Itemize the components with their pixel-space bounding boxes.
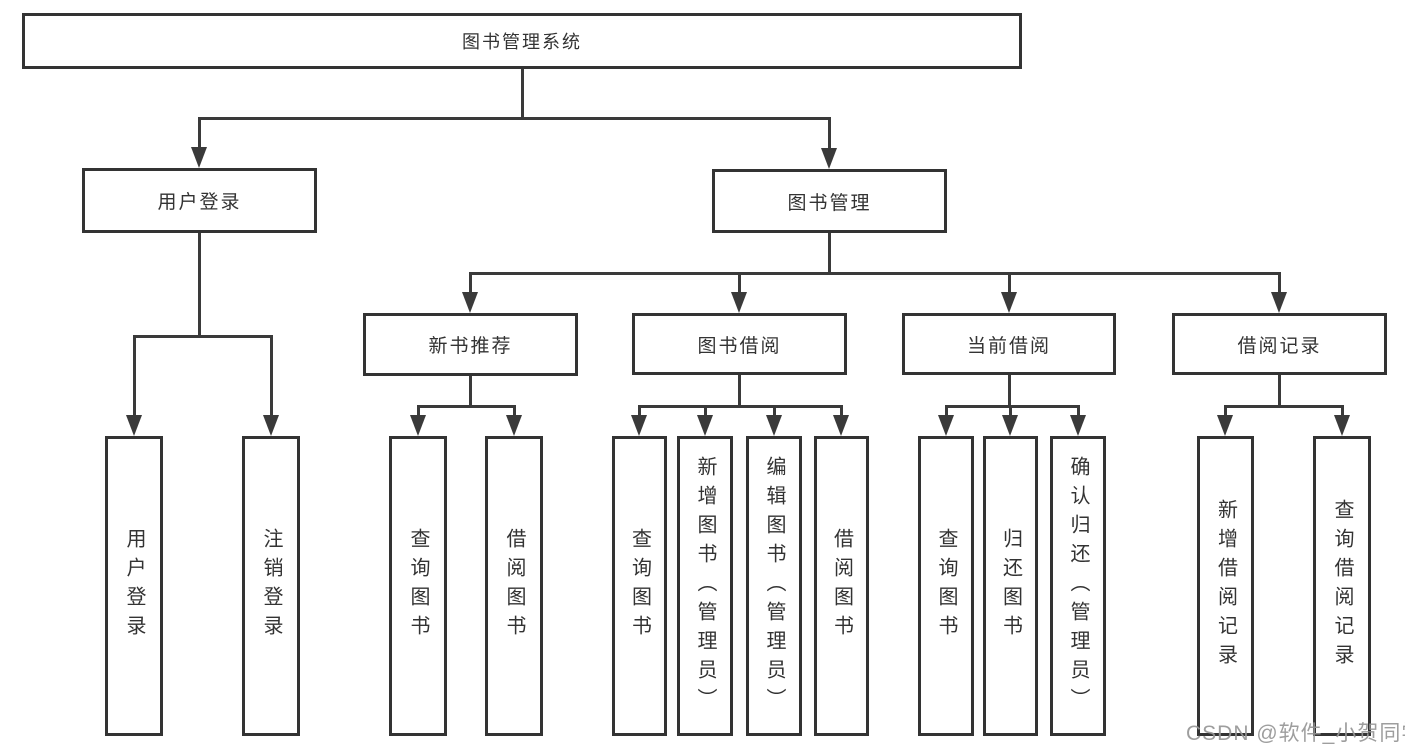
leaf-query-books-2: 查询图书: [612, 436, 667, 736]
connector-vline: [468, 376, 472, 407]
connector-vline: [737, 375, 741, 407]
arrowhead-down-icon: [1002, 415, 1018, 436]
connector-hline: [468, 271, 1281, 275]
arrowhead-down-icon: [191, 147, 207, 168]
leaf-label: 编辑图书（管理员）: [763, 455, 785, 717]
leaf-logout: 注销登录: [242, 436, 300, 736]
connector-arrow-shaft: [944, 404, 948, 419]
connector-arrow-shaft: [772, 404, 776, 419]
connector-arrow-shaft: [1007, 271, 1011, 296]
node-label: 新书推荐: [428, 336, 513, 357]
connector-vline: [197, 233, 201, 337]
leaf-label: 查询图书: [407, 528, 429, 644]
leaf-label: 查询借阅记录: [1331, 499, 1353, 673]
leaf-label: 借阅图书: [830, 528, 853, 644]
leaf-label: 归还图书: [999, 528, 1022, 644]
connector-hline: [944, 404, 1080, 408]
leaf-label: 查询图书: [935, 528, 957, 644]
node-borrowing-records: 借阅记录: [1172, 313, 1387, 375]
connector-arrow-shaft: [269, 334, 273, 419]
leaf-borrow-books-2: 借阅图书: [814, 436, 869, 736]
connector-arrow-shaft: [468, 271, 472, 296]
leaf-label: 新增借阅记录: [1214, 499, 1237, 673]
connector-arrow-shaft: [637, 404, 641, 419]
leaf-add-borrow-record: 新增借阅记录: [1197, 436, 1254, 736]
connector-hline: [1223, 404, 1344, 408]
leaf-add-books-admin: 新增图书（管理员）: [677, 436, 733, 736]
connector-vline: [827, 233, 831, 274]
arrowhead-down-icon: [1334, 415, 1350, 436]
connector-arrow-shaft: [737, 271, 741, 296]
arrowhead-down-icon: [506, 415, 522, 436]
arrowhead-down-icon: [410, 415, 426, 436]
connector-hline: [416, 404, 516, 408]
connector-hline: [197, 116, 831, 120]
node-new-book-recommendation: 新书推荐: [363, 313, 578, 376]
node-current-borrowing: 当前借阅: [902, 313, 1116, 375]
connector-arrow-shaft: [416, 404, 420, 419]
arrowhead-down-icon: [263, 415, 279, 436]
leaf-user-login: 用户登录: [105, 436, 163, 736]
connector-vline: [1277, 375, 1281, 407]
node-label: 图书管理系统: [462, 32, 582, 52]
leaf-label: 注销登录: [260, 528, 282, 644]
arrowhead-down-icon: [731, 292, 747, 313]
connector-hline: [132, 334, 273, 338]
connector-arrow-shaft: [512, 404, 516, 419]
leaf-return-books: 归还图书: [983, 436, 1038, 736]
leaf-query-borrow-record: 查询借阅记录: [1313, 436, 1371, 736]
node-user-login: 用户登录: [82, 168, 317, 233]
arrowhead-down-icon: [938, 415, 954, 436]
node-label: 用户登录: [157, 192, 242, 213]
leaf-edit-books-admin: 编辑图书（管理员）: [746, 436, 802, 736]
arrowhead-down-icon: [821, 148, 837, 169]
arrowhead-down-icon: [631, 415, 647, 436]
connector-arrow-shaft: [703, 404, 707, 419]
connector-arrow-shaft: [827, 116, 831, 152]
arrowhead-down-icon: [697, 415, 713, 436]
arrowhead-down-icon: [1271, 292, 1287, 313]
connector-arrow-shaft: [1008, 404, 1012, 419]
leaf-query-books-3: 查询图书: [918, 436, 974, 736]
leaf-confirm-return-admin: 确认归还（管理员）: [1050, 436, 1106, 736]
node-book-borrowing: 图书借阅: [632, 313, 847, 375]
node-library-management-system: 图书管理系统: [22, 13, 1022, 69]
leaf-label: 借阅图书: [503, 528, 525, 644]
arrowhead-down-icon: [1001, 292, 1017, 313]
node-label: 当前借阅: [966, 335, 1051, 357]
arrowhead-down-icon: [833, 415, 849, 436]
node-label: 图书借阅: [697, 335, 782, 357]
connector-arrow-shaft: [1340, 404, 1344, 419]
leaf-label: 新增图书（管理员）: [694, 455, 716, 717]
node-book-management: 图书管理: [712, 169, 947, 233]
leaf-label: 用户登录: [123, 528, 145, 644]
watermark: CSDN @软件_小贺同学: [1186, 722, 1405, 745]
connector-arrow-shaft: [132, 334, 136, 419]
connector-vline: [1007, 375, 1011, 407]
leaf-label: 确认归还（管理员）: [1067, 455, 1089, 717]
connector-arrow-shaft: [1277, 271, 1281, 296]
connector-arrow-shaft: [197, 116, 201, 151]
arrowhead-down-icon: [766, 415, 782, 436]
arrowhead-down-icon: [126, 415, 142, 436]
connector-arrow-shaft: [839, 404, 843, 419]
arrowhead-down-icon: [1070, 415, 1086, 436]
connector-hline: [637, 404, 843, 408]
arrowhead-down-icon: [462, 292, 478, 313]
connector-arrow-shaft: [1223, 404, 1227, 419]
leaf-label: 查询图书: [628, 528, 651, 644]
connector-arrow-shaft: [1076, 404, 1080, 419]
leaf-query-books-1: 查询图书: [389, 436, 447, 736]
node-label: 借阅记录: [1237, 335, 1322, 357]
arrowhead-down-icon: [1217, 415, 1233, 436]
node-label: 图书管理: [787, 192, 872, 214]
connector-vline: [520, 68, 524, 118]
leaf-borrow-books-1: 借阅图书: [485, 436, 543, 736]
